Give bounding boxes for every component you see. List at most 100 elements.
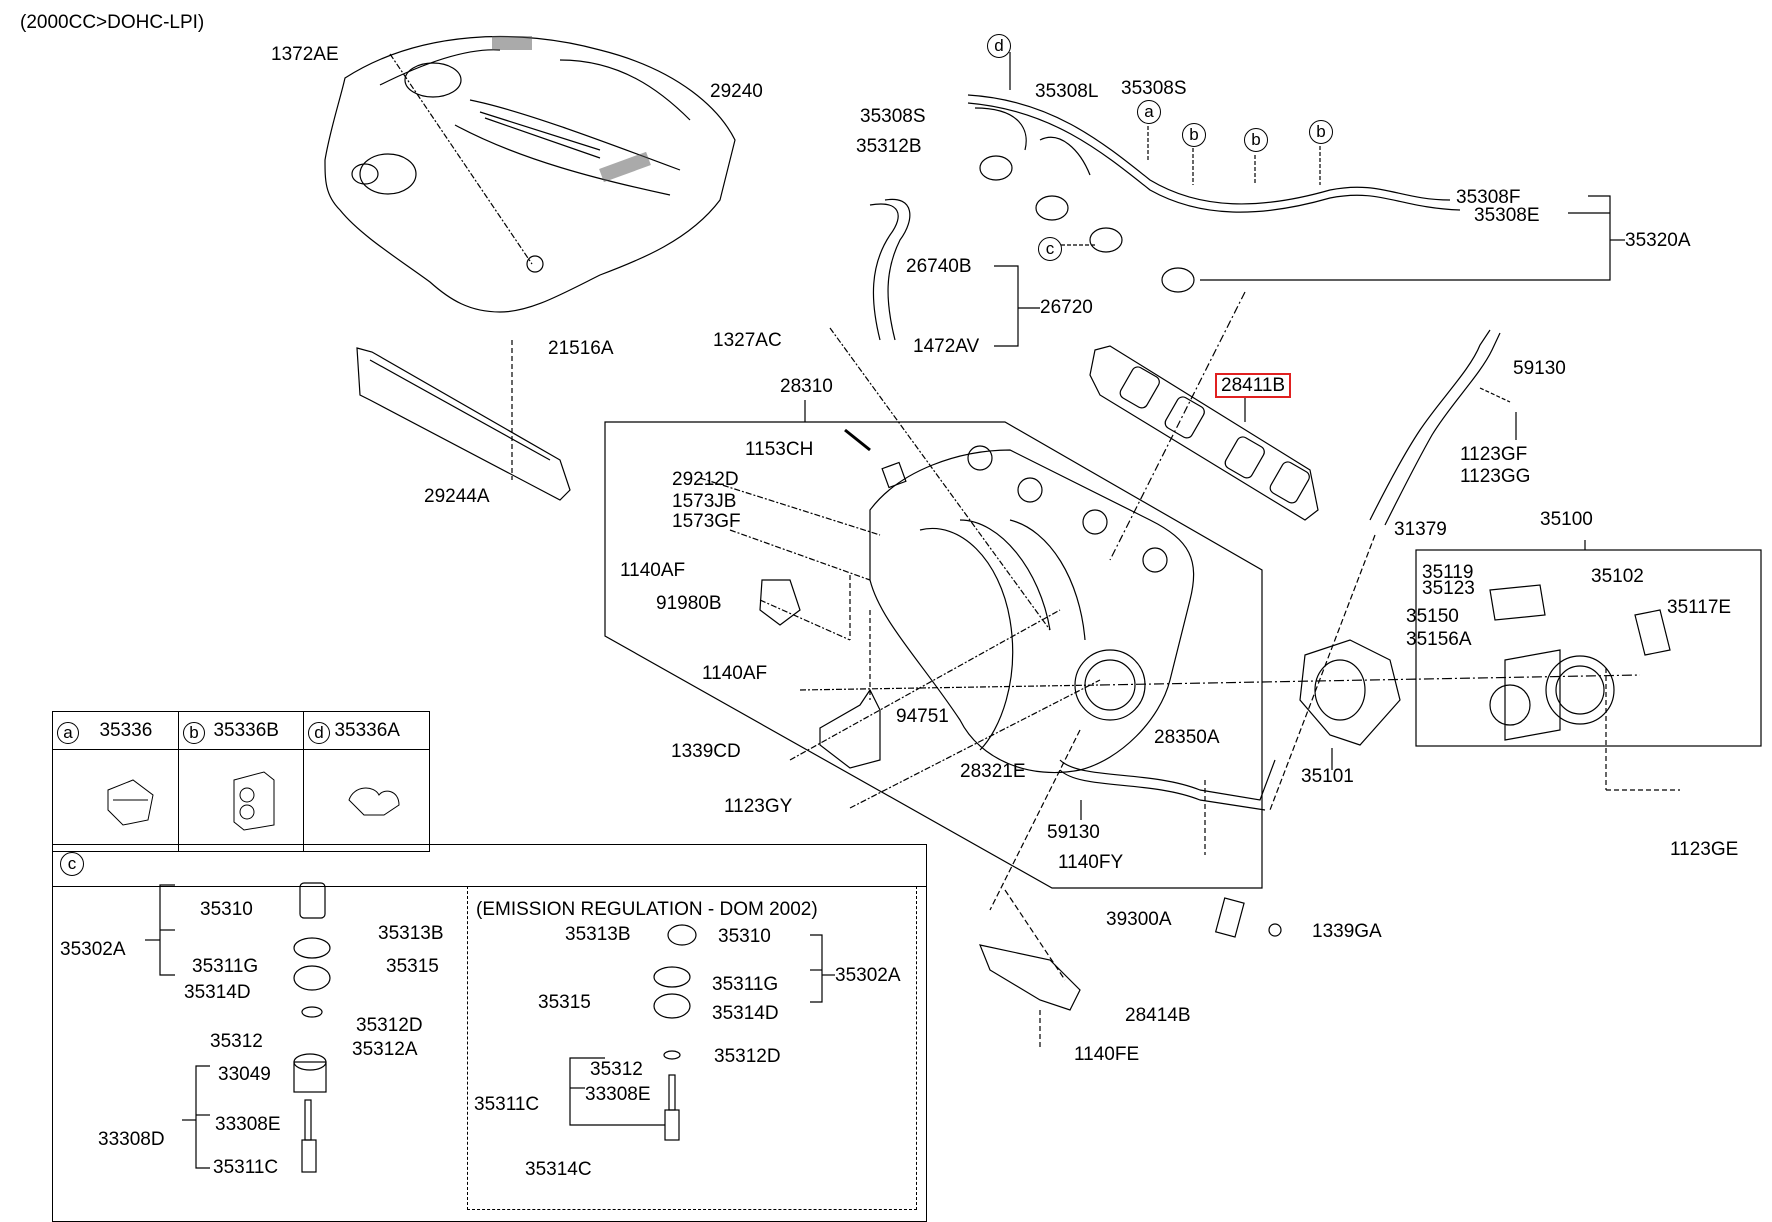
callout-b-3: b <box>1309 120 1333 144</box>
part-label[interactable]: 35100 <box>1540 509 1593 530</box>
legend-part[interactable]: 35336 <box>99 719 153 741</box>
part-label[interactable]: 35302A <box>835 965 901 986</box>
legend-key: b <box>183 721 205 744</box>
part-label[interactable]: 1573GF <box>672 511 741 532</box>
highlighted-part[interactable]: 28411B <box>1215 373 1292 398</box>
part-label[interactable]: 1123GY <box>724 796 793 817</box>
part-label[interactable]: 26720 <box>1040 297 1093 318</box>
part-label-highlighted[interactable]: 28411B <box>1215 373 1292 398</box>
bracket-drawing <box>356 340 571 501</box>
part-label[interactable]: 35310 <box>718 926 771 947</box>
part-label[interactable]: 35312A <box>352 1039 418 1060</box>
part-label[interactable]: 33049 <box>218 1064 271 1085</box>
part-label[interactable]: 33308D <box>98 1129 165 1150</box>
part-label[interactable]: 35311G <box>712 974 779 995</box>
part-label[interactable]: 21516A <box>548 338 614 359</box>
part-label[interactable]: 29240 <box>710 81 763 102</box>
part-label[interactable]: 29244A <box>424 486 490 507</box>
legend-cell-a: a 35336 <box>52 711 179 750</box>
injector-detail-drawing <box>293 882 697 1173</box>
part-label[interactable]: 33308E <box>585 1084 651 1105</box>
part-label[interactable]: 59130 <box>1513 358 1566 379</box>
part-label[interactable]: 35311C <box>474 1094 540 1115</box>
part-label[interactable]: 1140FE <box>1074 1044 1140 1065</box>
part-label[interactable]: 35308S <box>860 106 926 127</box>
callout-d: d <box>987 34 1011 58</box>
part-label[interactable]: 1372AE <box>271 44 339 65</box>
part-label[interactable]: 35310 <box>200 899 253 920</box>
part-label[interactable]: 35123 <box>1422 578 1475 599</box>
part-label[interactable]: 35302A <box>60 939 126 960</box>
legend-part[interactable]: 35336A <box>334 719 400 741</box>
part-label[interactable]: 35117E <box>1667 597 1732 618</box>
part-label[interactable]: 35320A <box>1625 230 1691 251</box>
part-label[interactable]: 35313B <box>565 924 631 945</box>
part-label[interactable]: 35311C <box>213 1157 279 1178</box>
throttle-gasket-drawing <box>1299 639 1401 770</box>
part-label[interactable]: 1123GE <box>1670 839 1739 860</box>
part-label[interactable]: 1153CH <box>745 439 814 460</box>
part-label[interactable]: 1140FY <box>1058 852 1124 873</box>
clip-a-image <box>52 749 179 852</box>
intake-manifold-drawing <box>844 428 1195 774</box>
part-label[interactable]: 35314D <box>184 982 251 1003</box>
detail-c-key: c <box>60 852 84 876</box>
part-label[interactable]: 35308L <box>1035 81 1099 102</box>
detail-c-key-label: c <box>67 854 77 873</box>
fuel-rail-drawing <box>967 52 1461 293</box>
part-label[interactable]: 28414B <box>1125 1005 1191 1026</box>
part-label[interactable]: 1123GF <box>1460 444 1528 465</box>
part-label[interactable]: 26740B <box>906 256 972 277</box>
detail-c-header <box>52 844 927 887</box>
part-label[interactable]: 35313B <box>378 923 444 944</box>
part-label[interactable]: 1140AF <box>620 560 686 581</box>
part-label[interactable]: 39300A <box>1106 909 1172 930</box>
part-label[interactable]: 35312 <box>590 1059 643 1080</box>
part-label[interactable]: 1472AV <box>913 336 980 357</box>
part-label[interactable]: 28321E <box>960 761 1026 782</box>
part-label[interactable]: 28350A <box>1154 727 1220 748</box>
part-label[interactable]: 1123GG <box>1460 466 1531 487</box>
clip-legend-table: a 35336 b 35336B d 35336A <box>52 711 430 852</box>
part-label[interactable]: 35308F <box>1456 187 1521 208</box>
part-label[interactable]: 33308E <box>215 1114 281 1135</box>
part-label[interactable]: 91980B <box>656 593 722 614</box>
gasket-drawing <box>1089 291 1319 561</box>
part-label[interactable]: 35315 <box>538 992 591 1013</box>
part-label[interactable]: 1339GA <box>1312 921 1382 942</box>
part-label[interactable]: 59130 <box>1047 822 1100 843</box>
part-label[interactable]: 35308E <box>1474 205 1540 226</box>
part-label[interactable]: 35311G <box>192 956 259 977</box>
part-label[interactable]: 35312B <box>856 136 922 157</box>
diagram-title: (2000CC>DOHC-LPI) <box>20 12 205 33</box>
part-label[interactable]: 35150 <box>1406 606 1459 627</box>
part-label[interactable]: 35312 <box>210 1031 263 1052</box>
part-label[interactable]: 1573JB <box>672 491 737 512</box>
part-label[interactable]: 35312D <box>714 1046 781 1067</box>
dipstick-drawing <box>1269 329 1517 811</box>
callout-a: a <box>1137 100 1161 124</box>
part-label[interactable]: 35101 <box>1301 766 1354 787</box>
part-label[interactable]: 35156A <box>1406 629 1472 650</box>
part-label[interactable]: 1327AC <box>713 330 782 351</box>
part-label[interactable]: 1339CD <box>671 741 741 762</box>
callout-c: c <box>1038 237 1062 261</box>
part-label[interactable]: 1140AF <box>702 663 768 684</box>
part-label[interactable]: 94751 <box>896 706 949 727</box>
part-label[interactable]: 35102 <box>1591 566 1644 587</box>
part-label[interactable]: 28310 <box>780 376 833 397</box>
part-label[interactable]: 35314D <box>712 1003 779 1024</box>
callout-b-label: b <box>1189 125 1199 144</box>
part-label[interactable]: 29212D <box>672 469 739 490</box>
part-label[interactable]: 31379 <box>1394 519 1447 540</box>
part-label[interactable]: 35119 <box>1422 562 1474 583</box>
part-label[interactable]: 35312D <box>356 1015 423 1036</box>
engine-cover-drawing <box>324 35 736 313</box>
part-label[interactable]: 35308S <box>1121 78 1187 99</box>
legend-part[interactable]: 35336B <box>213 719 279 741</box>
part-label[interactable]: 35314C <box>525 1159 592 1180</box>
part-label[interactable]: 35315 <box>386 956 439 977</box>
callout-a-label: a <box>1144 102 1154 121</box>
callout-b-label: b <box>1316 122 1326 141</box>
